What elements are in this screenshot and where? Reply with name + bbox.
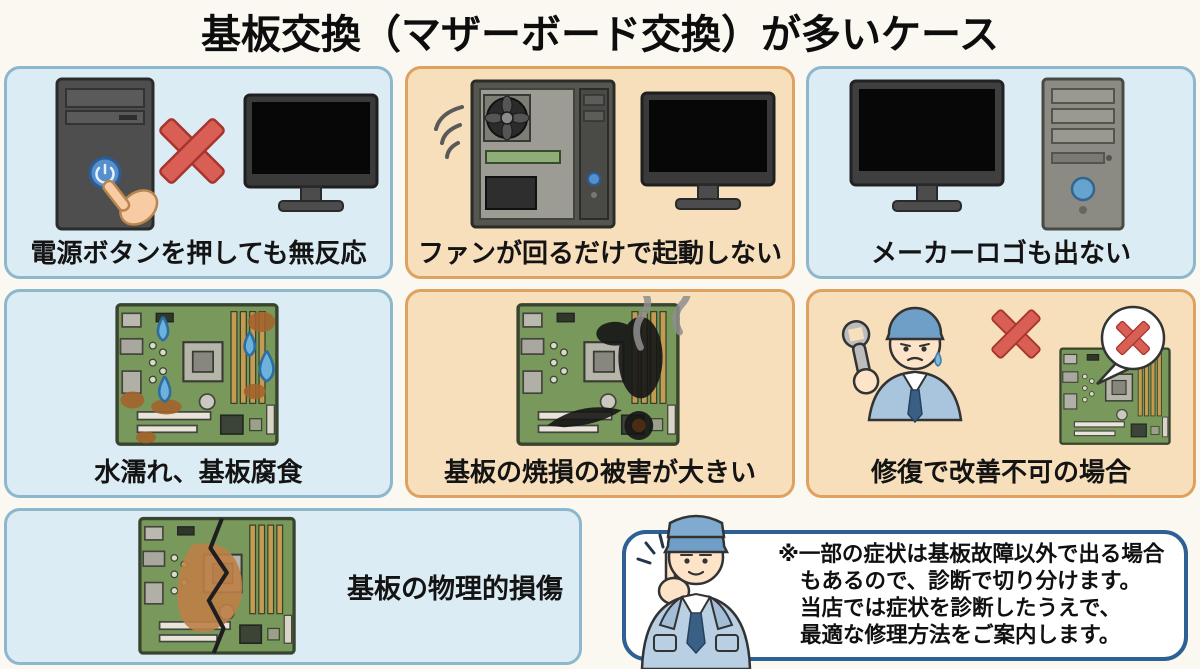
note-text: ※一部の症状は基板故障以外で出る場合 もあるので、診断で切り分けます。 当店では…: [778, 541, 1176, 649]
corrosion-patches: [120, 311, 275, 444]
card6-illustration: [809, 296, 1193, 460]
monitor-icon: [640, 91, 776, 211]
monitor-icon: [243, 93, 378, 213]
water-drop-icon: [156, 316, 275, 404]
technician-icon: [841, 306, 963, 424]
x-mark-icon: [157, 116, 226, 186]
page-title: 基板交換（マザーボード交換）が多いケース: [201, 13, 999, 57]
card4-caption: 水濡れ、基板腐食: [94, 457, 303, 487]
cracked-motherboard-icon: [138, 516, 296, 655]
spin-motion-icon: [434, 105, 464, 159]
card4-illustration: [7, 296, 390, 456]
note-line-4: 最適な修理方法をご案内します。: [800, 623, 1121, 647]
open-pc-case-icon: [470, 79, 616, 229]
fist-icon: [852, 368, 880, 395]
pressing-hand-icon: [101, 179, 158, 226]
technician-pointing-icon: [636, 514, 752, 669]
case-card-water-corrosion: 水濡れ、基板腐食: [4, 289, 393, 498]
power-button-icon: [587, 172, 601, 186]
board-icon: [485, 150, 561, 164]
case-card-fan-spins-no-boot: ファンが回るだけで起動しない: [405, 66, 795, 279]
crack-icon: [206, 517, 229, 654]
card7-caption: 基板の物理的損傷: [347, 574, 563, 604]
technician-body: [640, 592, 752, 669]
power-button-icon: [1070, 176, 1096, 202]
card1-caption: 電源ボタンを押しても無反応: [30, 238, 367, 268]
fan-icon: [484, 95, 530, 141]
motherboard-icon: [516, 296, 691, 446]
note-line-2: もあるので、診断で切り分けます。: [800, 569, 1141, 593]
card5-illustration: [408, 296, 792, 456]
card2-illustration: [408, 73, 792, 237]
x-mark-icon: [990, 308, 1042, 360]
card5-caption: 基板の焼損の被害が大きい: [443, 457, 756, 487]
pc-tower-icon: [1041, 77, 1125, 231]
smoke-icon: [633, 296, 691, 351]
pc-tower-icon: [55, 77, 154, 231]
motherboard-icon: [114, 303, 279, 446]
card1-illustration: [7, 73, 390, 237]
wrench-icon: [841, 320, 880, 395]
monitor-icon: [849, 79, 1005, 212]
card3-illustration: [809, 73, 1193, 237]
case-card-physical-damage: 基板の物理的損傷: [4, 508, 582, 665]
case-card-burn-damage: 基板の焼損の被害が大きい: [405, 289, 795, 498]
speech-bubble-icon: [1096, 305, 1166, 386]
card6-caption: 修復で改善不可の場合: [870, 457, 1131, 487]
note-line-1: ※一部の症状は基板故障以外で出る場合: [778, 542, 1165, 566]
card3-caption: メーカーロゴも出ない: [870, 238, 1131, 268]
case-card-no-maker-logo: メーカーロゴも出ない: [806, 66, 1196, 279]
card2-caption: ファンが回るだけで起動しない: [417, 238, 782, 268]
emphasis-lines: [636, 533, 665, 565]
case-card-repair-impossible: 修復で改善不可の場合: [806, 289, 1196, 498]
damage-patch: [177, 543, 243, 633]
technician-head: [662, 514, 730, 586]
burn-marks: [547, 316, 663, 440]
case-card-power-no-response: 電源ボタンを押しても無反応: [4, 66, 393, 279]
sweat-drop-icon: [934, 351, 942, 367]
note-line-3: 当店では症状を診断したうえで、: [800, 596, 1121, 620]
